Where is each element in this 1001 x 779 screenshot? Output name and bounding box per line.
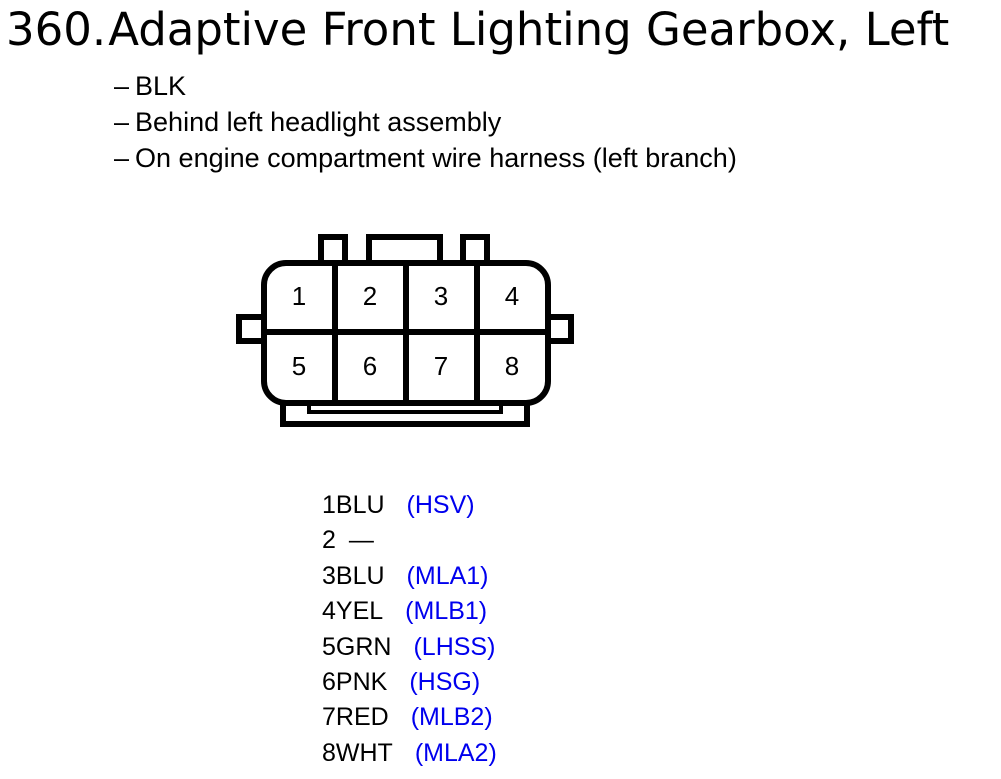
title-text: Adaptive Front Lighting Gearbox, Left (108, 3, 950, 56)
cavity-label: 2 (363, 281, 377, 311)
cavity-label: 3 (434, 281, 448, 311)
cavity-label: 7 (434, 351, 448, 381)
note-dash: – (114, 107, 130, 137)
pin-number: 5 (322, 632, 336, 661)
connector-face-drawing: 1 2 3 4 5 6 7 8 (236, 234, 574, 427)
note-text: BLK (135, 71, 187, 101)
wire-color: BLU (335, 561, 385, 590)
circuit-function: (MLA1) (406, 561, 489, 590)
top-center-latch (366, 234, 443, 267)
pin-number: 7 (322, 703, 336, 732)
top-left-tab (318, 234, 348, 267)
top-right-tab (460, 234, 490, 267)
pin-number: 6 (322, 668, 336, 697)
page-title: 360. Adaptive Front Lighting Gearbox, Le… (6, 2, 949, 58)
wire-color: GRN (335, 632, 392, 661)
title-number: 360. (6, 3, 107, 56)
connector-diagram: 1 2 3 4 5 6 7 8 (230, 228, 580, 443)
circuit-function: (LHSS) (413, 632, 496, 661)
note-item: –Behind left headlight assembly (114, 104, 737, 140)
circuit-function: (HSG) (409, 668, 481, 697)
connector-notes: –BLK –Behind left headlight assembly –On… (114, 68, 737, 176)
cavity-label: 1 (292, 281, 306, 311)
wire-color: BLU (335, 491, 385, 519)
wire-color: PNK (335, 668, 388, 697)
wire-color: WHT (335, 738, 393, 767)
pin-number: 3 (322, 561, 336, 590)
pin-number: 8 (322, 738, 336, 767)
left-side-tab (236, 314, 268, 344)
cavity-label: 8 (505, 351, 519, 381)
wire-color: YEL (335, 597, 384, 626)
cavity-label: 5 (292, 351, 306, 381)
circuit-function: (MLA2) (414, 738, 497, 767)
circuit-function: (MLB2) (410, 703, 493, 732)
wire-color: RED (335, 703, 389, 732)
note-text: On engine compartment wire harness (left… (135, 143, 737, 173)
note-item: –On engine compartment wire harness (lef… (114, 140, 737, 176)
cavity-label: 6 (363, 351, 377, 381)
pin-unused-dash: — (348, 526, 374, 555)
pin-row: 2— (322, 523, 497, 558)
note-text: Behind left headlight assembly (135, 107, 502, 137)
cavity-label: 4 (505, 281, 519, 311)
note-item: –BLK (114, 68, 737, 104)
pin-number: 1 (322, 491, 336, 519)
note-dash: – (114, 143, 130, 173)
pin-number: 4 (322, 597, 336, 626)
circuit-function: (HSV) (406, 491, 475, 519)
pin-number: 2 (322, 526, 336, 555)
circuit-function: (MLB1) (405, 597, 488, 626)
note-dash: – (114, 71, 130, 101)
